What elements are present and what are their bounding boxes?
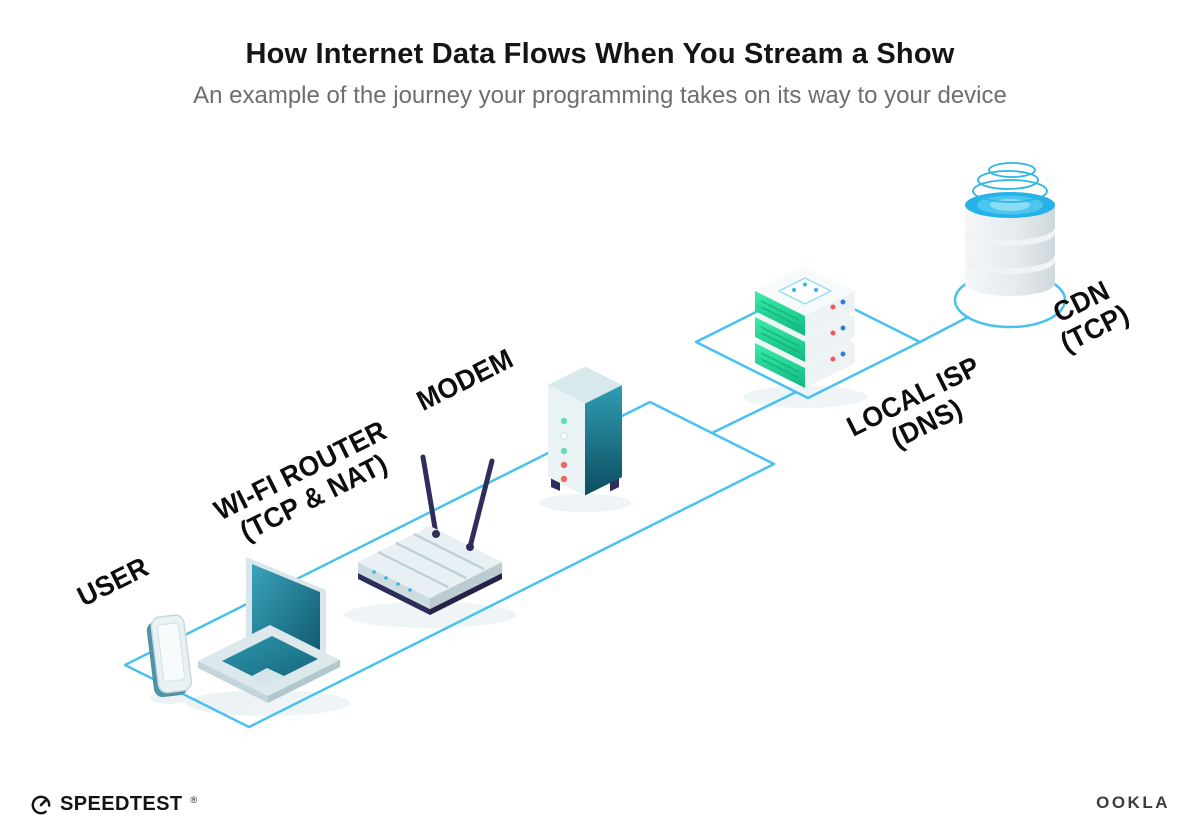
cdn-database-icon xyxy=(965,162,1055,296)
page-title: How Internet Data Flows When You Stream … xyxy=(245,38,955,70)
ookla-logo: OOKLA xyxy=(1096,793,1170,813)
speedtest-logo: SPEEDTEST ® xyxy=(30,793,197,816)
laptop-icon xyxy=(198,557,340,703)
modem-led-lights xyxy=(560,417,568,483)
ookla-wordmark: OOKLA xyxy=(1096,793,1170,812)
server-unit xyxy=(755,266,855,336)
header: How Internet Data Flows When You Stream … xyxy=(0,38,1200,110)
speedtest-wordmark: SPEEDTEST xyxy=(60,793,183,815)
isp-server-icon xyxy=(755,266,855,388)
flow-path-modem-isp xyxy=(710,390,798,435)
page-subtitle: An example of the journey your programmi… xyxy=(193,82,1007,109)
cdn-swirl-rings xyxy=(972,162,1048,203)
speedtest-trademark: ® xyxy=(190,795,198,805)
flow-path-loop-user-modem xyxy=(123,400,776,729)
flow-path-isp-cdn xyxy=(918,315,970,344)
cdn-disk xyxy=(965,192,1055,240)
modem-icon xyxy=(548,366,622,496)
smartphone-icon xyxy=(146,614,192,698)
speedtest-gauge-icon xyxy=(31,795,51,814)
wifi-router-icon xyxy=(358,454,502,615)
